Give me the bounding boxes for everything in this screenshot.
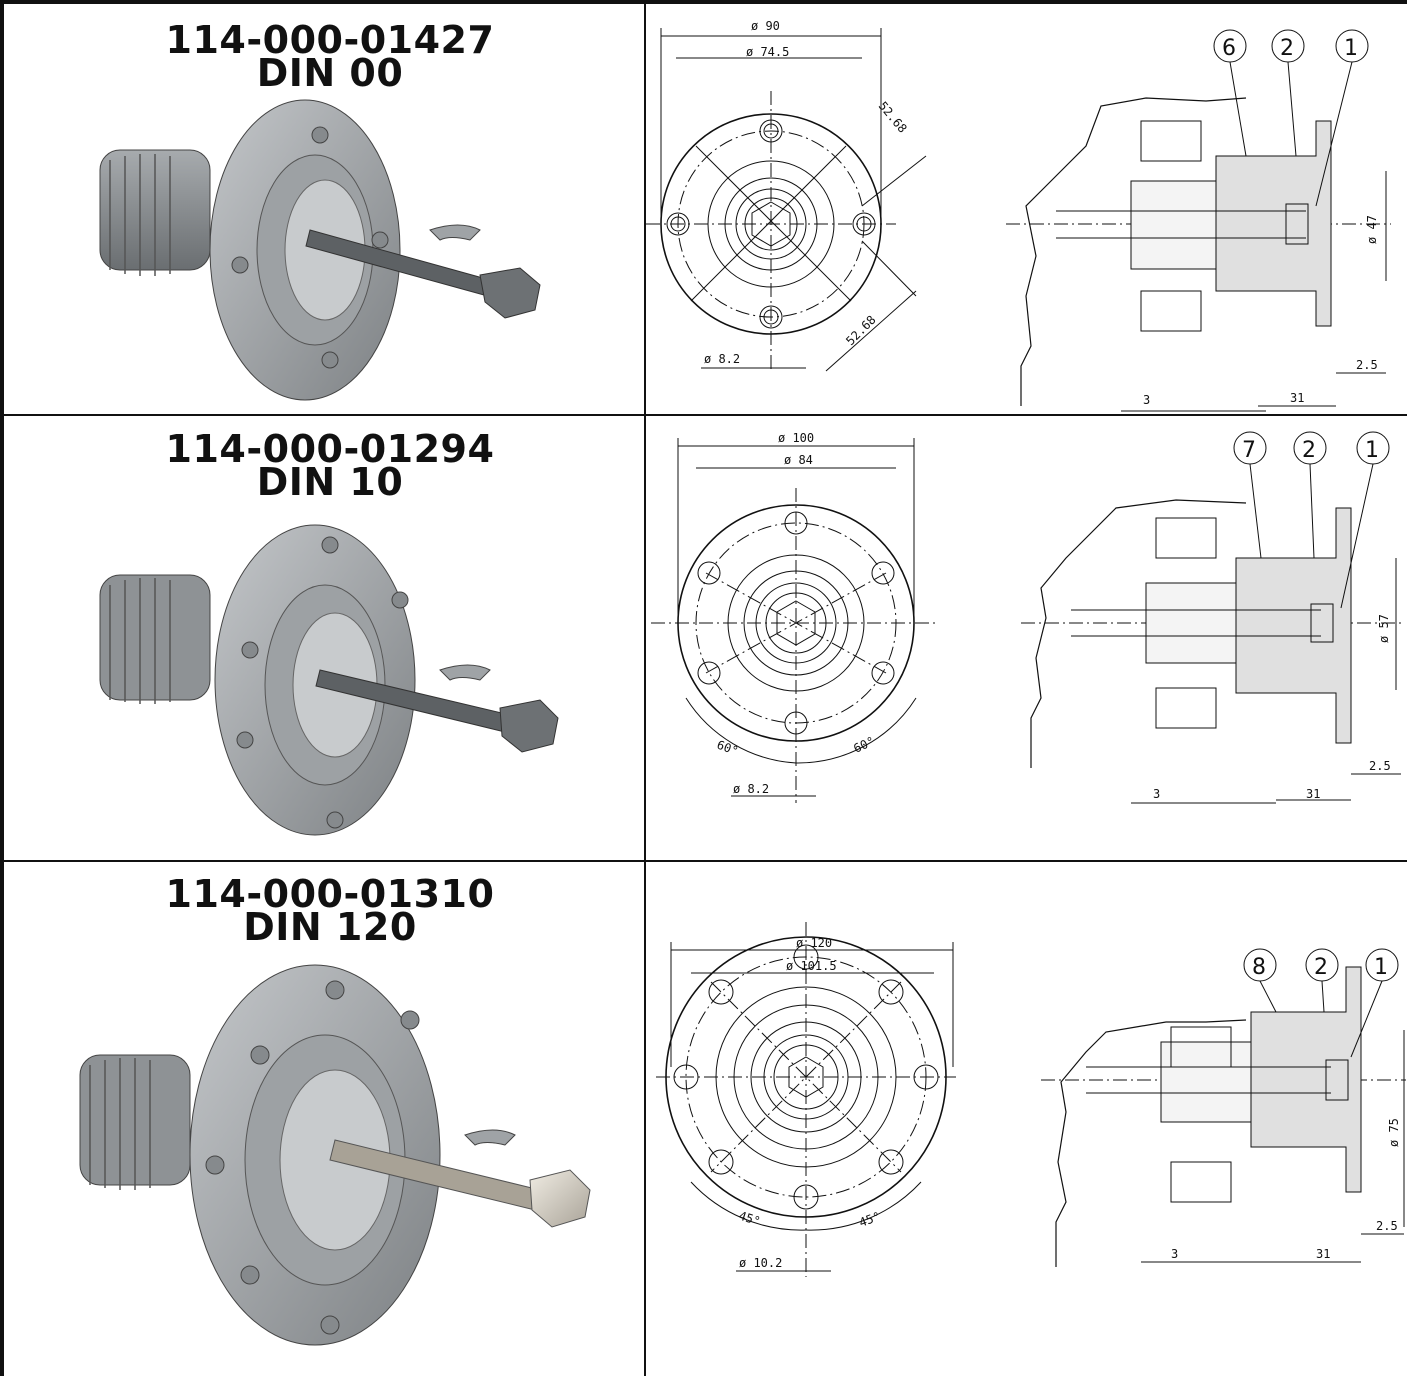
din-size: DIN 00 (256, 51, 404, 95)
flange-3d-render (99, 99, 541, 401)
dim-b: 31 (1316, 1247, 1330, 1261)
dim-b: 31 (1306, 787, 1320, 801)
row-divider-1 (0, 414, 1407, 416)
dim-c: 2.5 (1356, 358, 1378, 372)
flange-3d-render (79, 964, 591, 1346)
drawing-row-1: ø 90 ø 74.5 ø 8.2 52.68 52.68 6 2 1 (646, 19, 1391, 412)
dim-a: 3 (1171, 1247, 1178, 1261)
column-divider (644, 0, 646, 1376)
part-number: 114-000-01310 (165, 872, 495, 916)
drawing-row-3: ø 120 ø 101.5 ø 10.2 45° 45° 8 2 1 ø 7 (656, 922, 1406, 1277)
diagonal-dim-2: 52.68 (843, 313, 878, 348)
outer-diameter-dim: ø 90 (751, 19, 780, 33)
row-3-title: 114-000-01310 DIN 120 (130, 872, 530, 949)
angle-dim-1: 45° (737, 1209, 762, 1229)
bolt-circle-dim: ø 84 (784, 453, 813, 467)
front-view (656, 922, 956, 1277)
bore-dim: ø 57 (1377, 614, 1391, 643)
bore-dim: ø 47 (1365, 215, 1379, 244)
hole-diameter-dim: ø 8.2 (733, 782, 769, 796)
bolt-circle-dim: ø 74.5 (746, 45, 789, 59)
balloon-2: 2 (1302, 438, 1316, 463)
flange-3d-render (99, 524, 559, 836)
section-view (1021, 431, 1401, 804)
balloon-2: 2 (1314, 955, 1328, 980)
angle-dim-2: 45° (857, 1209, 882, 1230)
balloon-3: 1 (1344, 36, 1358, 61)
dim-c: 2.5 (1376, 1219, 1398, 1233)
din-size: DIN 10 (256, 460, 404, 504)
section-view (1006, 29, 1391, 412)
hole-diameter-dim: ø 8.2 (704, 352, 740, 366)
row-divider-2 (0, 860, 1407, 862)
outer-diameter-dim: ø 120 (796, 936, 832, 950)
dim-c: 2.5 (1369, 759, 1391, 773)
outer-diameter-dim: ø 100 (778, 431, 814, 445)
balloon-1: 7 (1242, 438, 1256, 463)
dim-a: 3 (1143, 393, 1150, 407)
angle-dim-1: 60° (715, 738, 740, 759)
row-2-title: 114-000-01294 DIN 10 (130, 427, 530, 504)
bore-dim: ø 75 (1387, 1118, 1401, 1147)
part-number: 114-000-01294 (165, 427, 495, 471)
angle-dim-2: 60° (851, 734, 877, 756)
row-1-title: 114-000-01427 DIN 00 (130, 18, 530, 95)
dim-a: 3 (1153, 787, 1160, 801)
part-number: 114-000-01427 (165, 18, 495, 62)
section-view (1041, 948, 1406, 1267)
balloon-1: 8 (1252, 955, 1266, 980)
din-size: DIN 120 (243, 905, 417, 949)
balloon-1: 6 (1222, 36, 1236, 61)
balloon-2: 2 (1280, 36, 1294, 61)
front-view (646, 28, 927, 372)
balloon-3: 1 (1374, 955, 1388, 980)
drawing-row-2: ø 100 ø 84 ø 8.2 60° 60° 7 2 1 ø 57 (651, 431, 1401, 804)
front-view (651, 438, 936, 803)
dim-b: 31 (1290, 391, 1304, 405)
balloon-3: 1 (1365, 438, 1379, 463)
hole-diameter-dim: ø 10.2 (739, 1256, 782, 1270)
bolt-circle-dim: ø 101.5 (786, 959, 837, 973)
